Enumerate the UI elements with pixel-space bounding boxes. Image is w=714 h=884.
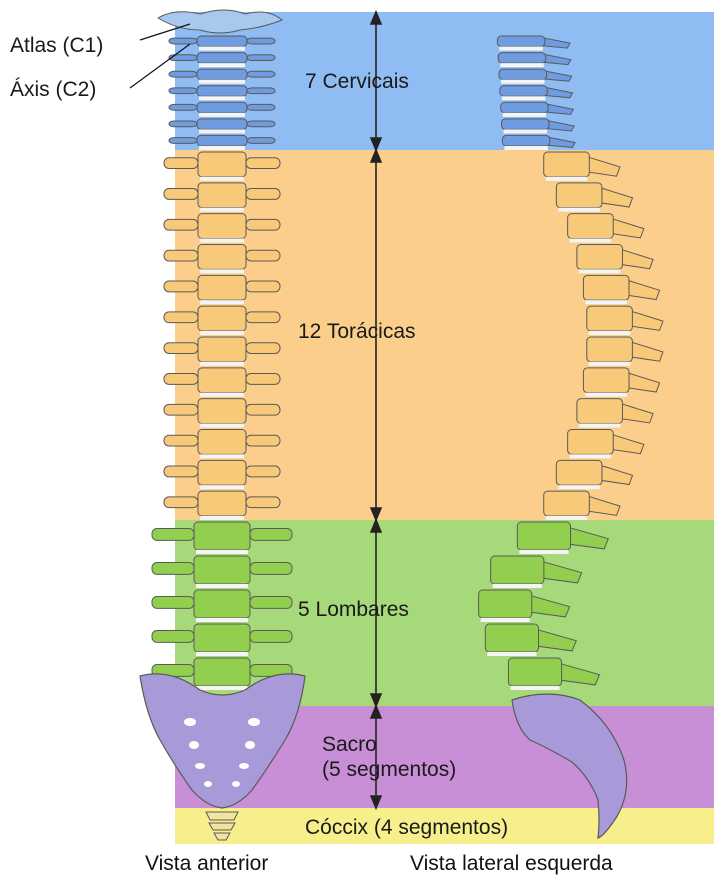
coccyx-bone-anterior [206,812,238,840]
vertebra-lateral [544,152,620,181]
vertebra-lateral [583,368,659,397]
atlas-callout-line [140,24,190,40]
vertebra-anterior [152,522,292,554]
vertebra-anterior [164,399,280,428]
vertebra-lateral [502,119,575,134]
vertebra-lateral [499,69,572,84]
vertebra-lateral [500,86,573,101]
vertebra-lateral [502,135,575,150]
vertebra-lateral [568,214,644,243]
lateral-view-caption: Vista lateral esquerda [410,852,613,876]
vertebra-anterior [164,337,280,366]
vertebra-anterior [169,135,275,150]
vertebra-lateral [479,590,570,622]
vertebra-lateral [508,658,599,690]
vertebra-lateral [556,183,632,212]
sacrum-segments-label: (5 segmentos) [322,758,456,782]
vertebra-anterior [169,102,275,117]
vertebra-anterior [164,491,280,520]
vertebra-anterior [169,53,275,68]
vertebra-lateral [485,624,576,656]
cervical-label: 7 Cervicais [305,70,409,94]
vertebra-lateral [568,430,644,459]
vertebra-lateral [583,275,659,304]
lumbar-label: 5 Lombares [298,598,409,622]
vertebra-lateral [544,491,620,520]
sacrum-bone [140,674,305,808]
vertebra-anterior [164,306,280,335]
vertebra-lateral [587,306,663,335]
vertebra-lateral [497,36,570,51]
vertebra-lateral [498,53,571,68]
vertebra-lateral [517,522,608,554]
thoracic-label: 12 Torácicas [298,320,416,344]
vertebra-anterior [164,152,280,181]
coccyx-label: Cóccix (4 segmentos) [305,816,508,840]
vertebra-anterior [152,590,292,622]
vertebra-lateral [501,102,574,117]
axis-callout: Áxis (C2) [10,78,96,102]
region-extent-arrows [371,12,381,808]
vertebra-anterior [152,556,292,588]
vertebra-anterior [164,245,280,274]
vertebra-lateral [491,556,582,588]
vertebra-lateral [577,399,653,428]
vertebra-lateral [577,245,653,274]
vertebra-anterior [164,275,280,304]
sacrum-bone-lateral [512,694,627,838]
anterior-vertebral-column [152,36,292,690]
lateral-vertebral-column [479,36,663,690]
vertebra-anterior [164,183,280,212]
vertebra-lateral [556,460,632,489]
vertebra-anterior [164,368,280,397]
sacrum-label: Sacro [322,733,377,757]
anterior-view-caption: Vista anterior [145,852,268,876]
atlas-vertebra [158,10,282,33]
vertebra-anterior [169,69,275,84]
vertebra-anterior [152,624,292,656]
vertebra-anterior [164,214,280,243]
vertebra-anterior [169,86,275,101]
vertebra-anterior [164,430,280,459]
vertebra-anterior [169,119,275,134]
axis-callout-line [130,44,190,88]
vertebra-lateral [587,337,663,366]
vertebra-anterior [164,460,280,489]
atlas-callout: Atlas (C1) [10,34,103,58]
